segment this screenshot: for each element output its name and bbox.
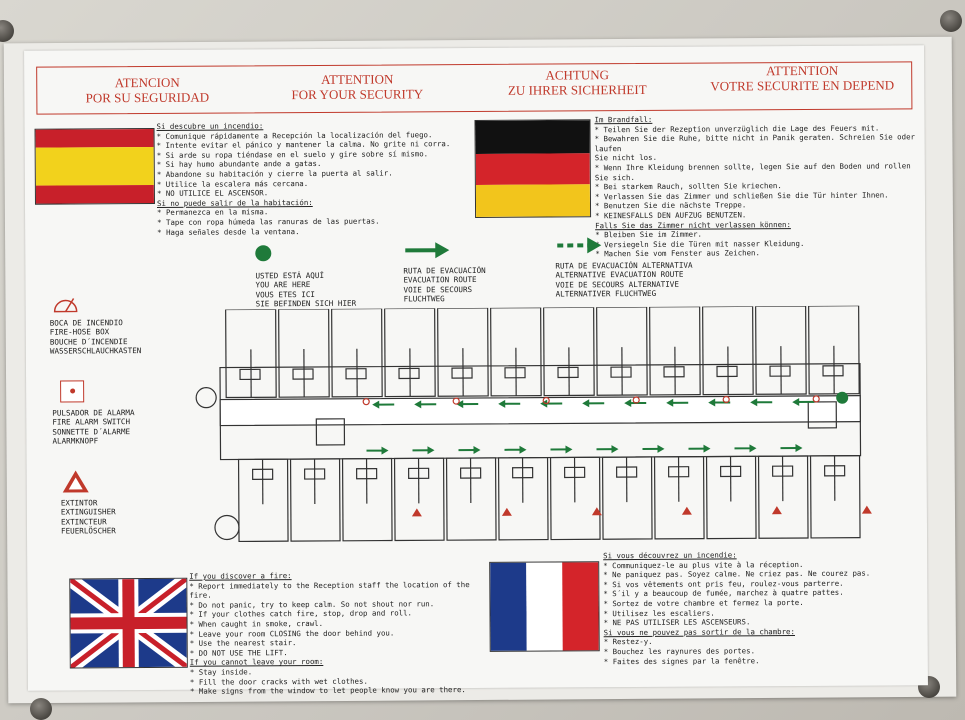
fire-hose-marker <box>362 398 370 406</box>
bed-icon <box>252 468 274 480</box>
evacuation-plan-sheet: ATENCION POR SU SEGURIDAD ATTENTION FOR … <box>24 45 928 696</box>
legend-extinguisher: EXTINTOR EXTINGUISHER EXTINCTEUR FEUERLÖ… <box>60 498 116 536</box>
evacuation-arrowhead <box>473 446 481 455</box>
evacuation-arrowhead <box>456 400 464 409</box>
evacuation-arrowhead <box>624 399 632 408</box>
header-de: ACHTUNG ZU IHRER SICHERHEIT <box>507 67 647 98</box>
you-are-here-icon <box>255 245 272 262</box>
evacuation-arrowhead <box>427 446 435 455</box>
bed-icon <box>460 467 482 479</box>
evacuation-arrowhead <box>750 398 758 407</box>
bed-icon <box>716 365 738 378</box>
english-instructions: If you discover a fire: * Report immedia… <box>189 571 470 696</box>
evacuation-arrow-icon <box>405 242 450 259</box>
german-instructions: Im Brandfall: * Teilen Sie der Rezeption… <box>594 114 915 259</box>
legend-you-are-here: USTED ESTÁ AQUÍ YOU ARE HERE VOUS ETES I… <box>255 270 357 309</box>
screw-top-left <box>0 20 14 42</box>
evacuation-arrowhead <box>666 398 674 407</box>
evacuation-arrowhead <box>792 398 800 407</box>
stair-right <box>807 401 837 429</box>
evacuation-arrowhead <box>565 445 573 454</box>
fire-hose-marker <box>812 395 820 403</box>
extinguisher-marker <box>681 506 692 515</box>
bed-icon <box>668 466 690 478</box>
bed-icon <box>239 368 261 381</box>
bed-icon <box>408 467 430 480</box>
header-fr: ATTENTION VOTRE SECURITE EN DEPEND <box>710 62 895 94</box>
fire-hose-marker <box>452 397 460 405</box>
bed-icon <box>512 467 534 479</box>
evacuation-arrowhead <box>708 398 716 407</box>
bed-icon <box>504 367 526 379</box>
bed-icon <box>557 366 579 379</box>
alternative-route-arrow-icon <box>557 237 602 254</box>
bed-icon <box>616 466 638 478</box>
header-es: ATENCION POR SU SEGURIDAD <box>85 74 210 106</box>
extinguisher-marker <box>411 508 422 517</box>
evacuation-arrowhead <box>582 399 590 408</box>
france-flag <box>489 561 600 652</box>
stair-left <box>315 418 346 446</box>
evacuation-arrowhead <box>540 399 548 408</box>
extinguisher-marker <box>771 506 782 515</box>
bed-icon <box>345 368 367 380</box>
bed-icon <box>824 465 846 477</box>
bed-icon <box>772 465 794 477</box>
spanish-instructions: Si descubre un incendio: * Comunique ráp… <box>156 121 451 237</box>
evacuation-arrowhead <box>657 444 665 453</box>
extinguisher-marker <box>501 507 512 516</box>
bed-icon <box>398 367 420 380</box>
uk-flag <box>69 577 188 669</box>
bed-icon <box>663 366 685 378</box>
legend-evacuation-route: RUTA DE EVACUACIÓN EVACUATION ROUTE VOIE… <box>403 265 486 304</box>
spain-flag <box>34 127 155 205</box>
bed-icon <box>822 365 844 377</box>
evacuation-arrowhead <box>372 400 380 409</box>
bed-icon <box>610 366 632 378</box>
floor-plan <box>195 305 872 543</box>
bed-icon <box>304 468 326 480</box>
lower-left-curve <box>214 514 240 541</box>
left-end-curve <box>195 387 217 409</box>
extinguisher-marker <box>591 507 602 516</box>
fire-hose-marker <box>722 395 730 404</box>
fire-alarm-icon <box>60 380 85 403</box>
fire-hose-marker <box>542 396 550 405</box>
evacuation-arrowhead <box>611 445 619 454</box>
screw-top-right <box>940 10 962 32</box>
central-corridor <box>219 395 861 427</box>
fire-hose-marker <box>632 396 640 404</box>
screw-bottom-left <box>30 698 52 720</box>
evacuation-arrowhead <box>749 444 757 453</box>
evacuation-arrowhead <box>795 444 803 453</box>
evacuation-arrowhead <box>703 444 711 453</box>
header-box: ATENCION POR SU SEGURIDAD ATTENTION FOR … <box>36 61 913 115</box>
french-instructions: Si vous découvrez un incendie: * Communi… <box>603 550 871 666</box>
bed-icon <box>451 367 473 379</box>
evacuation-arrowhead <box>519 445 527 454</box>
header-en: ATTENTION FOR YOUR SECURITY <box>291 71 424 103</box>
bed-icon <box>564 466 586 479</box>
legend-fire-hose: BOCA DE INCENDIO FIRE-HOSE BOX BOUCHE D´… <box>49 318 142 356</box>
evacuation-arrowhead <box>498 399 506 408</box>
evacuation-arrowhead <box>381 446 389 455</box>
evacuation-arrowhead <box>414 400 422 409</box>
you-are-here-marker <box>836 391 849 404</box>
bed-icon <box>720 465 742 478</box>
germany-flag <box>474 119 592 219</box>
bed-icon <box>356 468 378 480</box>
extinguisher-icon <box>62 470 89 493</box>
extinguisher-marker <box>861 505 872 514</box>
legend-alternative-route: RUTA DE EVACUACIÓN ALTERNATIVA ALTERNATI… <box>555 260 693 299</box>
legend-fire-alarm: PULSADOR DE ALARMA FIRE ALARM SWITCH SON… <box>52 408 135 446</box>
bed-icon <box>292 368 314 380</box>
bed-icon <box>769 365 791 377</box>
fire-hose-icon <box>53 298 78 313</box>
